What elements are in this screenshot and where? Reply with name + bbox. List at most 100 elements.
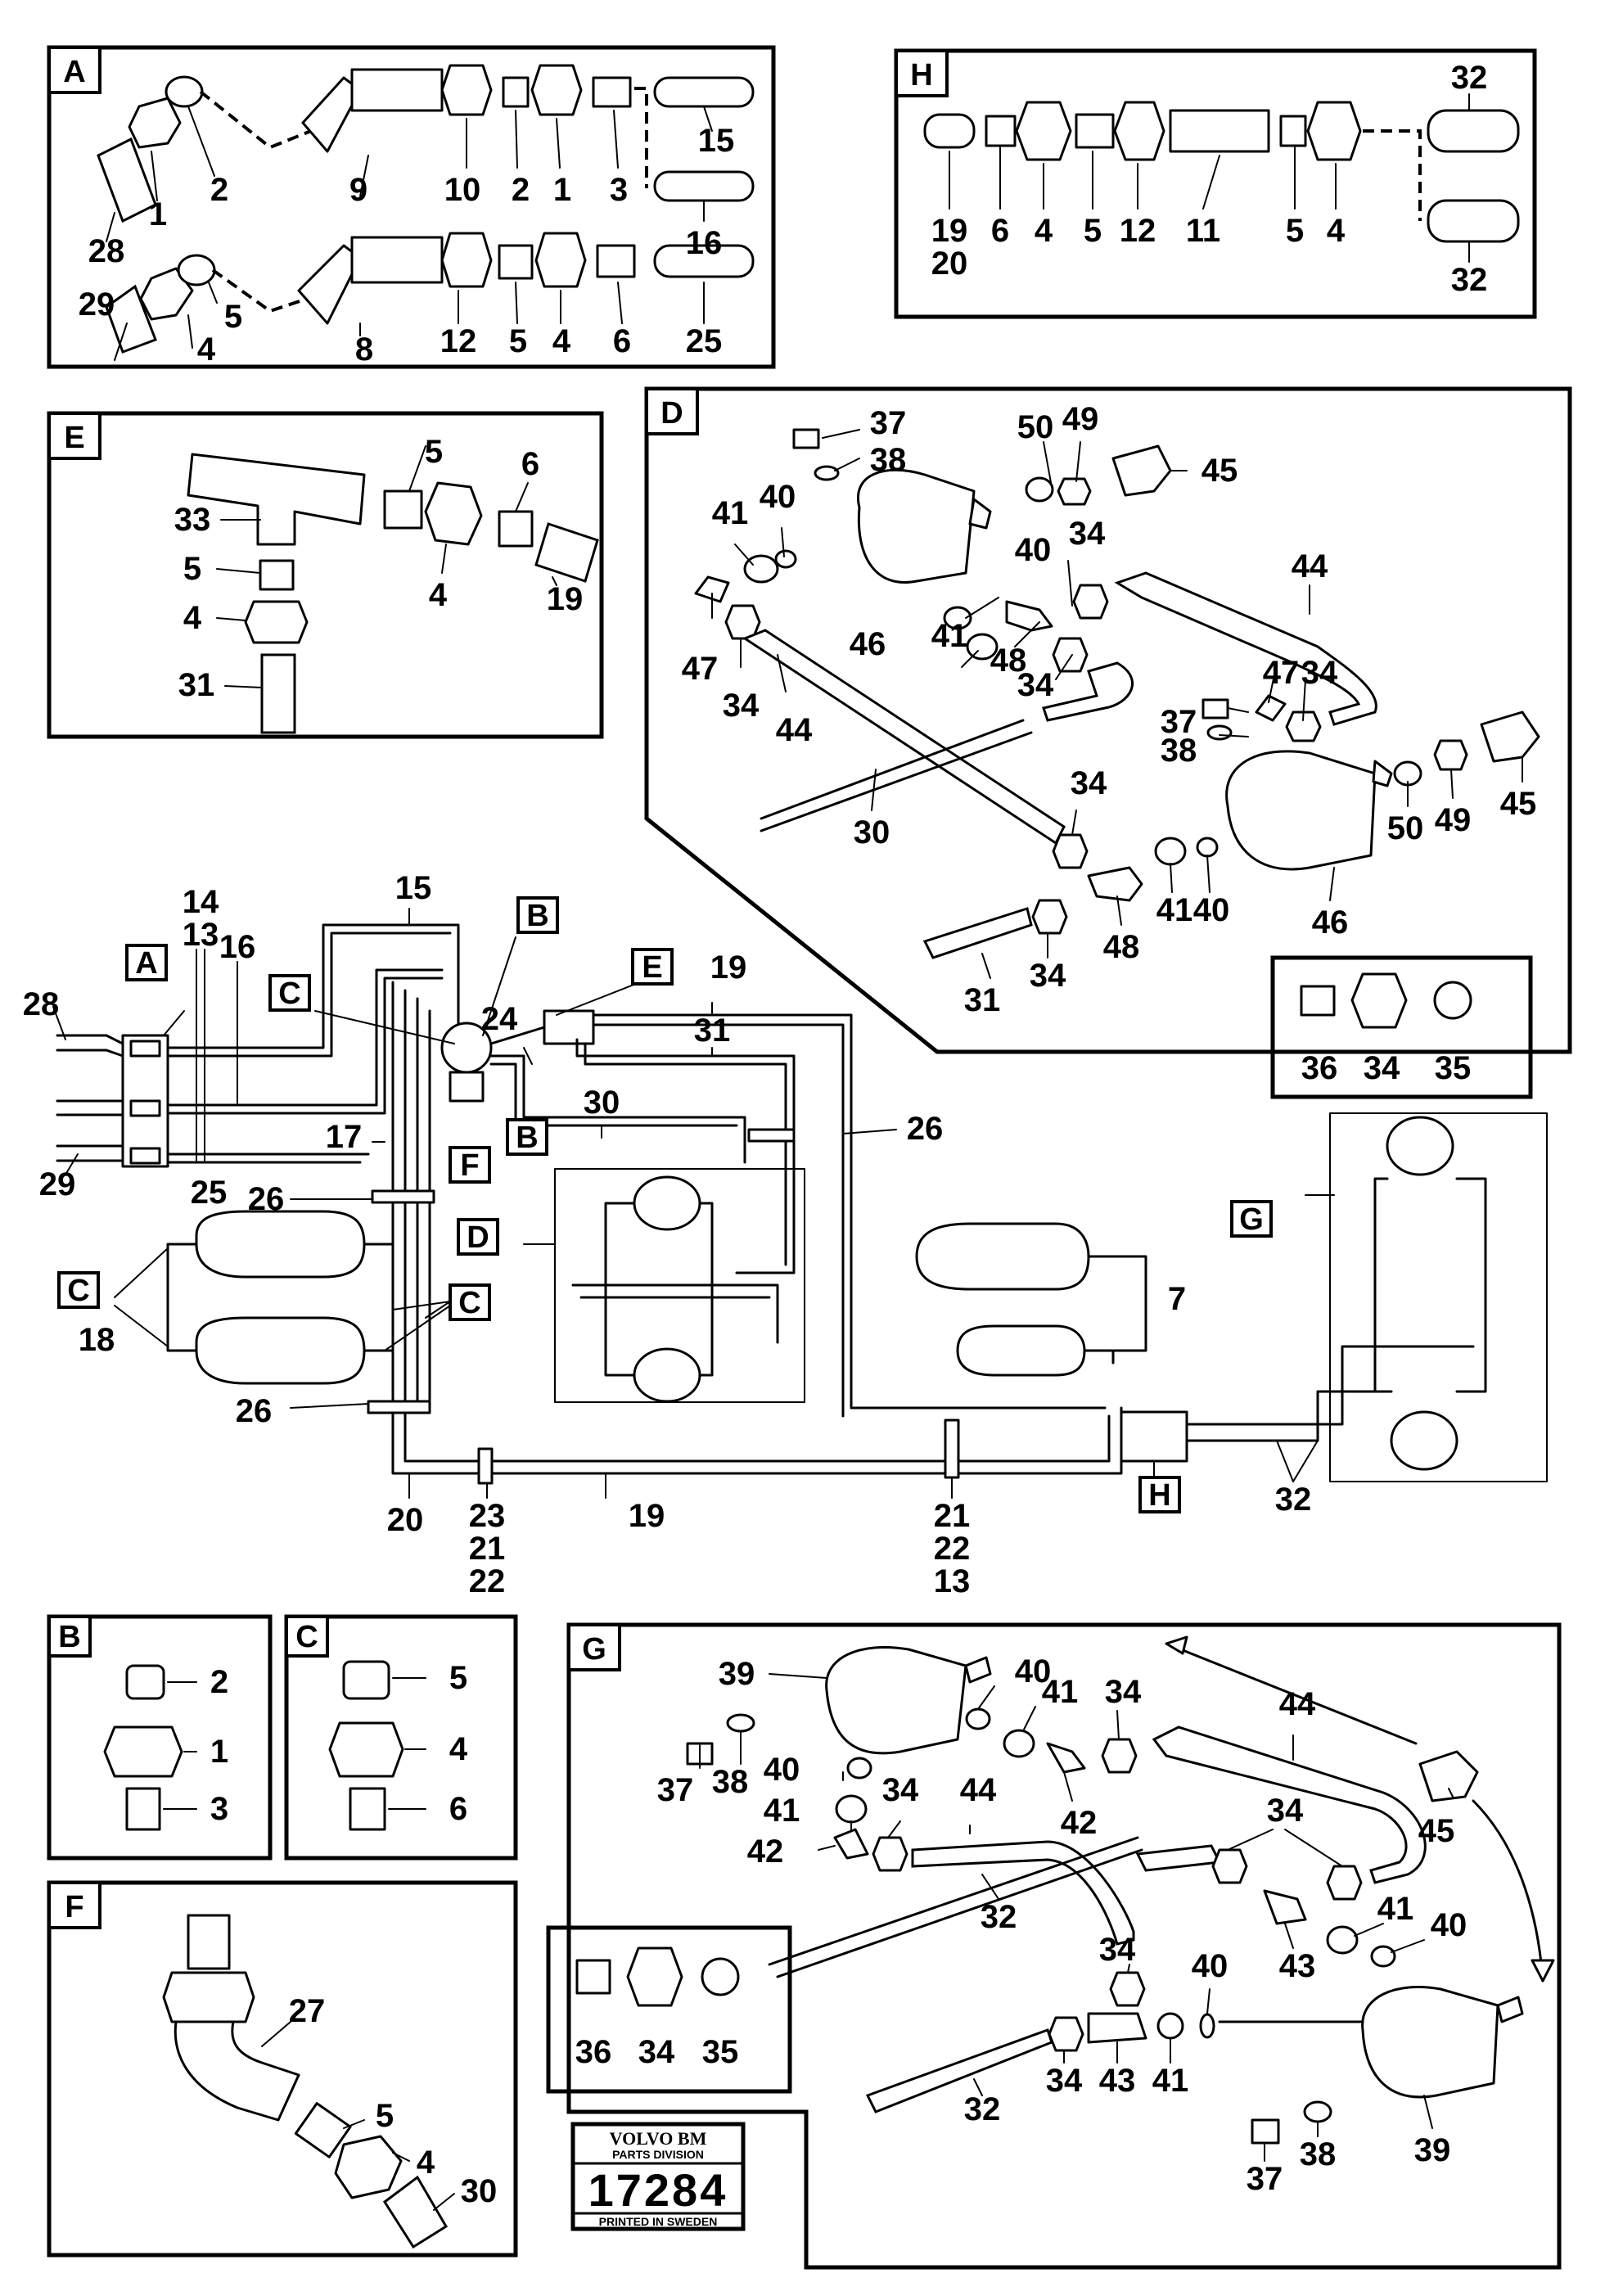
elbow-27-thread [187,1914,231,1970]
tag-box-c-main-top [268,974,311,1012]
washer-38-lower [1206,724,1233,741]
callout-4h: 4 [1035,213,1053,249]
coupling-a3 [129,1147,161,1165]
callout-5: 5 [224,299,242,335]
nut-4-lower [139,267,194,321]
mini-cylinder-g-lower [1390,1410,1458,1471]
insert-6h [985,115,1017,147]
callout-6e: 6 [521,446,539,482]
callout-34g-cd: 34 [1267,1793,1304,1829]
callout-46d-lower: 46 [1312,904,1349,941]
washer-40g-b [846,1757,872,1780]
insert-6e [498,510,534,548]
callout-32h-top: 32 [1451,60,1488,96]
callout-40g-b: 40 [764,1752,800,1788]
nut-34g-f [1048,2016,1084,2052]
callout-5h: 5 [1084,213,1102,249]
pipe-29 [105,284,157,354]
sleeve-5h [1075,113,1115,149]
callout-34d-a: 34 [723,688,760,724]
tag-box-d-main [457,1218,499,1256]
logo-frame [570,2122,746,2231]
callout-35d: 35 [1435,1050,1472,1086]
callout-34d-inset: 34 [1364,1050,1400,1086]
nut-34-e [1052,833,1089,869]
panel-d-tag-box [645,387,699,435]
panel-f-tag: F [65,1890,83,1924]
nut-34-c [1052,637,1089,673]
insert-36d [1300,985,1336,1017]
tag-box-b-main [506,1118,548,1156]
tag-f-main: F [460,1148,479,1183]
panel-a-tag: A [63,55,85,89]
nut-34g-inset [626,1946,683,2007]
air-tank-upper-left [195,1210,366,1279]
nut-41-lower [1154,837,1187,866]
pipe-32-lower [1427,199,1520,243]
callout-15: 15 [698,123,735,159]
pipe-19-20 [923,113,976,149]
callout-3: 3 [610,172,628,208]
callout-34d-d: 34 [1301,655,1338,691]
callout-19-main-top: 19 [710,950,747,986]
nut-10 [440,64,493,116]
callout-2: 2 [210,172,228,208]
pipe-44-link [1042,661,1134,722]
callout-13-top: 13 [183,917,219,953]
panel-e-tag: E [64,421,84,455]
callout-45d-lower: 45 [1500,786,1537,822]
nut-34g-b [872,1836,908,1872]
tag-b-main-top: B [526,899,548,933]
pipe-44g-upper [1152,1725,1427,1884]
callout-32g-lower: 32 [964,2091,1001,2127]
callout-1b-panel: 1 [210,1734,228,1770]
detail-panel-d: D [644,386,1572,1099]
logo-number: 17284 [588,2164,728,2216]
clamp-26-mid [371,1189,435,1204]
callout-40d-mid: 40 [1015,532,1052,568]
washer-38-upper [814,465,840,481]
nut-4e [424,481,483,546]
sleeve-5e2 [259,559,295,591]
nut-41g-d [1156,2012,1184,2040]
sleeve-5 [498,244,534,280]
nut-12 [440,232,493,288]
clevis-45-lower [1480,710,1540,763]
volvo-bm-logo: VOLVO BM PARTS DIVISION 17284 PRINTED IN… [570,2122,746,2231]
pipe-31d [922,907,1033,959]
callout-19e: 19 [547,581,584,617]
clamp-26-upper [747,1128,796,1143]
callout-23-main: 23 [469,1498,506,1534]
nut-41g-a [1003,1729,1035,1758]
callout-37g-upper: 37 [657,1772,694,1808]
nut-34g-d [1326,1865,1363,1901]
tag-e-main: E [642,950,662,985]
callout-36g: 36 [575,2034,612,2070]
panel-b-tag: B [58,1620,80,1654]
tag-d-main: D [467,1220,489,1255]
panel-c-tag-box [285,1615,329,1658]
detail-panel-b: B 2 1 3 [47,1614,273,1861]
callout-5h2: 5 [1286,213,1304,249]
union-9-thread [350,68,444,112]
callout-38g-lower: 38 [1300,2136,1337,2172]
callout-1: 1 [149,196,167,232]
callout-29-main: 29 [39,1166,76,1202]
callout-49d-upper: 49 [1062,401,1099,437]
callout-41d-lower: 41 [1156,892,1193,928]
panel-c-tag: C [295,1620,318,1654]
elbow-42g-b [833,1828,869,1860]
tag-c-main-top: C [278,977,300,1011]
nut-34d-inset [1350,972,1408,1029]
nut-34g-c [1211,1848,1248,1884]
washer-40-mid [943,606,972,630]
tag-box-c-main-right [449,1283,491,1321]
callout-4e-bottom: 4 [429,577,448,613]
tee-43g-upper [1263,1889,1307,1925]
sleeve-5e [383,489,423,530]
cylinder-39-upper-stud [964,1656,992,1684]
callout-30f: 30 [461,2173,498,2209]
callout-4c-panel: 4 [449,1731,468,1767]
